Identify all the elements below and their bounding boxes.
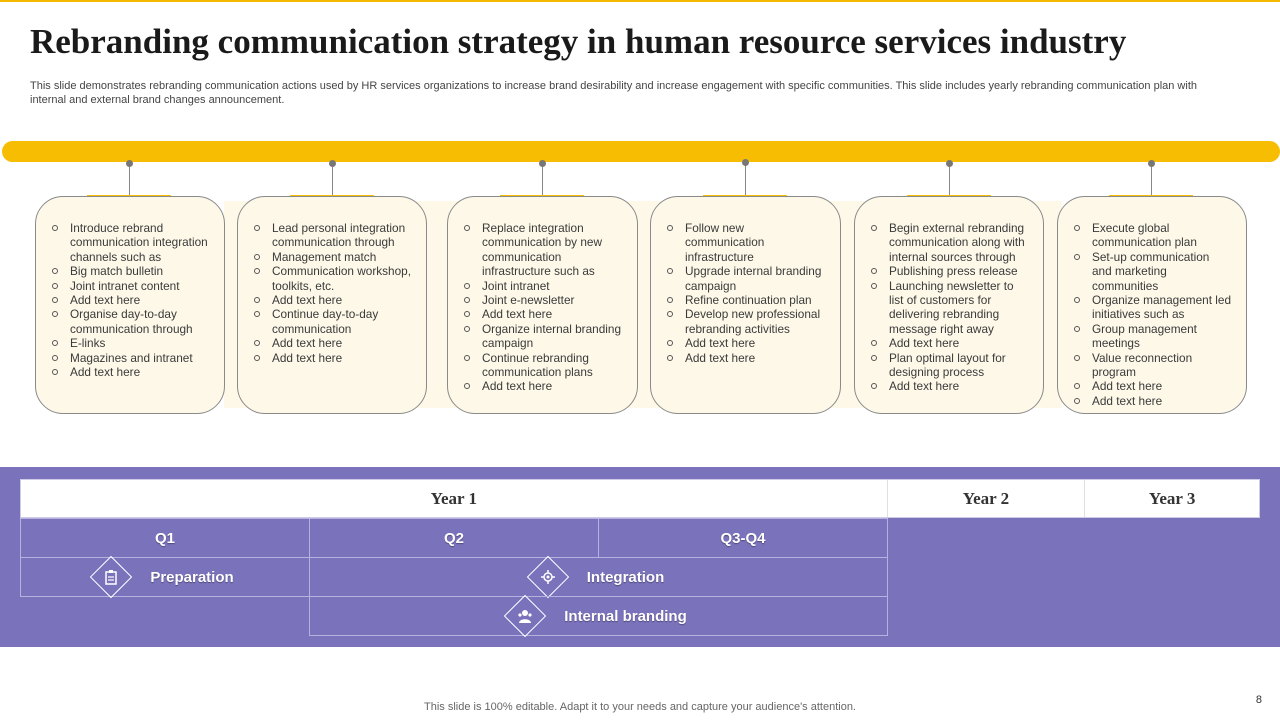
year-2-header: Year 2 bbox=[888, 480, 1086, 517]
year-3-header: Year 3 bbox=[1148, 488, 1196, 508]
card-bullet: Communication workshop, toolkits, etc. bbox=[252, 264, 412, 293]
card-bullet: Big match bulletin bbox=[50, 264, 210, 278]
year-1-header: Year 1 bbox=[21, 480, 888, 517]
timeline-connector bbox=[949, 163, 950, 196]
card-bullet: Group management meetings bbox=[1072, 322, 1232, 351]
card-bullet: Continue rebranding communication plans bbox=[462, 351, 623, 380]
card-bullet: Refine continuation plan bbox=[665, 293, 826, 307]
page-number: 8 bbox=[1255, 694, 1262, 706]
card-bullet: Launching newsletter to list of customer… bbox=[869, 279, 1029, 337]
step-card-5: Begin external rebranding communication … bbox=[854, 196, 1044, 414]
card-bullet: Add text here bbox=[462, 307, 623, 321]
step-card-6: Execute global communication plan Set-up… bbox=[1057, 196, 1247, 414]
card-bullet: Replace integration communication by new… bbox=[462, 221, 623, 279]
card-bullet: Add text here bbox=[252, 351, 412, 365]
card-bullet: Add text here bbox=[252, 336, 412, 350]
team-icon bbox=[504, 594, 547, 638]
card-bullet: Value reconnection program bbox=[1072, 351, 1232, 380]
timeline-connector bbox=[1151, 163, 1152, 196]
timeline-dot bbox=[539, 160, 546, 167]
card-bullet: Add text here bbox=[1072, 379, 1232, 393]
card-bullet: E-links bbox=[50, 336, 210, 350]
card-bullet: Continue day-to-day communication bbox=[252, 307, 412, 336]
timeline-bar bbox=[2, 141, 1280, 162]
clipboard-icon bbox=[90, 555, 133, 599]
timeline-dot bbox=[329, 160, 336, 167]
card-bullet: Begin external rebranding communication … bbox=[869, 221, 1029, 264]
quarter-q1: Q1 bbox=[20, 518, 310, 558]
slide-description: This slide demonstrates rebranding commu… bbox=[30, 80, 1197, 106]
timeline-connector bbox=[129, 163, 130, 196]
card-bullet: Lead personal integration communication … bbox=[252, 221, 412, 250]
card-bullet: Add text here bbox=[50, 365, 210, 379]
card-bullet: Magazines and intranet bbox=[50, 351, 210, 365]
year-header-row: Year 1 Year 2 Year 3 bbox=[20, 479, 1260, 518]
card-bullet: Add text here bbox=[462, 379, 623, 393]
page-title: Rebranding communication strategy in hum… bbox=[30, 22, 1127, 61]
timeline-connector bbox=[745, 163, 746, 196]
step-card-4: Follow new communication infrastructure … bbox=[650, 196, 841, 414]
timeline-dot bbox=[126, 160, 133, 167]
step-card-2: Lead personal integration communication … bbox=[237, 196, 427, 414]
card-bullet: Add text here bbox=[252, 293, 412, 307]
step-card-3: Replace integration communication by new… bbox=[447, 196, 638, 414]
card-bullet: Introduce rebrand communication integrat… bbox=[50, 221, 210, 264]
step-card-1: Introduce rebrand communication integrat… bbox=[35, 196, 225, 414]
phase-preparation: Preparation bbox=[20, 555, 310, 599]
phase-label: Integration bbox=[586, 568, 665, 586]
footer-note: This slide is 100% editable. Adapt it to… bbox=[424, 701, 856, 713]
card-bullet: Add text here bbox=[1072, 394, 1232, 408]
card-bullet: Add text here bbox=[869, 336, 1029, 350]
timeline-dot bbox=[1148, 160, 1155, 167]
card-bullet: Add text here bbox=[50, 293, 210, 307]
card-bullet: Management match bbox=[252, 250, 412, 264]
gears-icon bbox=[526, 555, 569, 599]
card-bullet: Add text here bbox=[665, 336, 826, 350]
card-bullet: Develop new professional rebranding acti… bbox=[665, 307, 826, 336]
phase-integration: Integration bbox=[309, 555, 888, 599]
phase-internal-branding: Internal branding bbox=[309, 594, 888, 638]
card-bullet: Organise day-to-day communication throug… bbox=[50, 307, 210, 336]
card-bullet: Execute global communication plan bbox=[1072, 221, 1232, 250]
timeline-connector bbox=[332, 163, 333, 196]
card-bullet: Add text here bbox=[869, 379, 1029, 393]
top-accent-rule bbox=[0, 0, 1280, 2]
card-bullet: Organize management led initiatives such… bbox=[1072, 293, 1232, 322]
timeline-dot bbox=[742, 159, 749, 166]
timeline-connector bbox=[542, 163, 543, 196]
card-bullet: Organize internal branding campaign bbox=[462, 322, 623, 351]
timeline-dot bbox=[946, 160, 953, 167]
card-bullet: Joint e-newsletter bbox=[462, 293, 623, 307]
card-bullet: Plan optimal layout for designing proces… bbox=[869, 351, 1029, 380]
phase-label: Internal branding bbox=[564, 607, 687, 625]
card-bullet: Set-up communication and marketing commu… bbox=[1072, 250, 1232, 293]
card-bullet: Joint intranet bbox=[462, 279, 623, 293]
card-bullet: Publishing press release bbox=[869, 264, 1029, 278]
card-bullet: Upgrade internal branding campaign bbox=[665, 264, 826, 293]
phase-label: Preparation bbox=[150, 568, 234, 586]
quarter-q3-q4: Q3-Q4 bbox=[598, 518, 888, 558]
card-bullet: Joint intranet content bbox=[50, 279, 210, 293]
card-bullet: Follow new communication infrastructure bbox=[665, 221, 826, 264]
quarter-q2: Q2 bbox=[309, 518, 599, 558]
card-bullet: Add text here bbox=[665, 351, 826, 365]
